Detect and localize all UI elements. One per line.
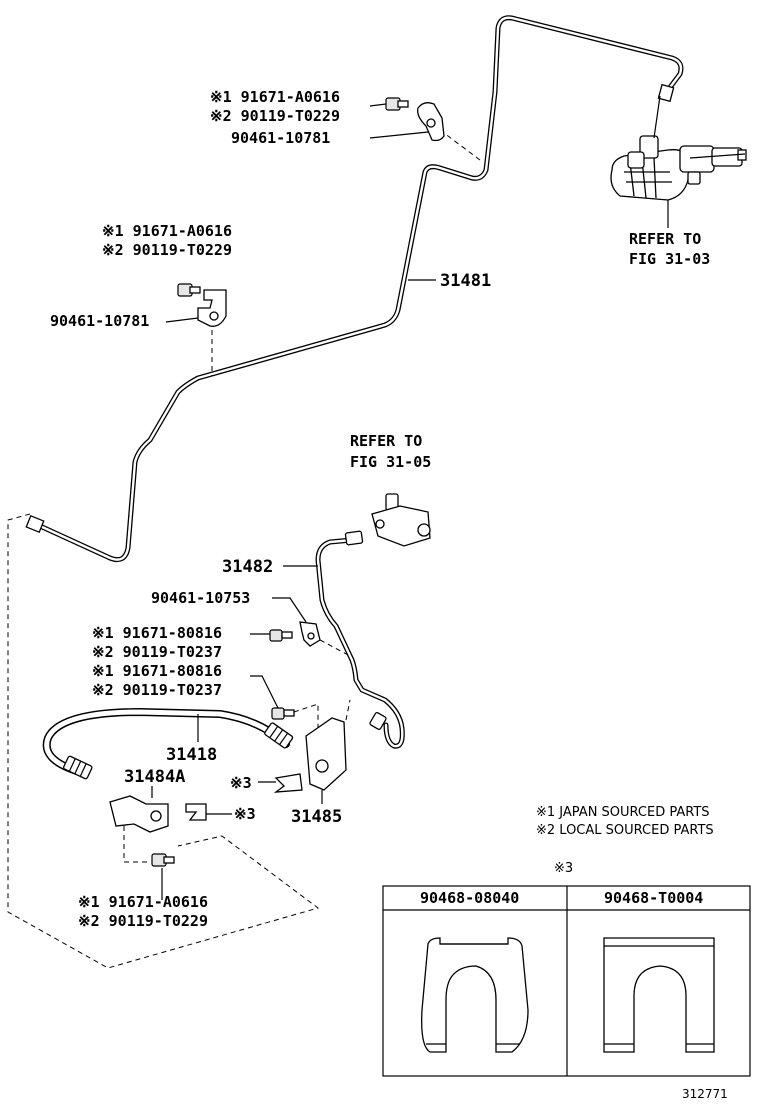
bolt-icon: [271, 707, 295, 720]
table-col-08040[interactable]: 90468-08040: [420, 889, 519, 907]
clip-08040-icon: [421, 937, 529, 1053]
refer-line1: REFER TO: [629, 230, 701, 248]
diagram-code: 312771: [682, 1087, 728, 1101]
bolt-816-a-code-1[interactable]: ※1 91671-80816: [92, 624, 222, 642]
refer-line2: FIG 31-05: [350, 453, 431, 471]
top-bolt-code-2[interactable]: ※2 90119-T0229: [210, 107, 340, 125]
clamp-10753-group: 90461-10753 ※1 91671-80816 ※2 90119-T023…: [92, 589, 351, 661]
bottom-bolt-code-2[interactable]: ※2 90119-T0229: [78, 912, 208, 930]
legend-local: ※2 LOCAL SOURCED PARTS: [536, 823, 714, 838]
part-number-31485[interactable]: 31485: [291, 807, 342, 827]
top-clamp-code[interactable]: 90461-10781: [231, 129, 330, 147]
bolt-icon: [177, 283, 201, 297]
bolt-816-a-code-2[interactable]: ※2 90119-T0237: [92, 643, 222, 661]
top-bolt-clamp-group: ※1 91671-A0616 ※2 90119-T0229 90461-1078…: [210, 88, 445, 147]
bolt-icon: [385, 97, 409, 111]
clutch-tube-31481: [25, 15, 684, 563]
clamp-icon: [197, 289, 227, 327]
union-fitting-icon: [371, 493, 431, 547]
refer-fig-31-05[interactable]: REFER TO FIG 31-05: [350, 432, 431, 471]
clip-T0004-icon: [603, 937, 715, 1053]
clutch-tube-31482: [315, 530, 405, 749]
bolt-816-b-code-2[interactable]: ※2 90119-T0237: [92, 681, 222, 699]
bolt-816-b-code-1[interactable]: ※1 91671-80816: [92, 662, 222, 680]
clip-variant-table: 90468-08040 90468-T0004: [382, 885, 751, 1077]
clamp-code-10753[interactable]: 90461-10753: [151, 589, 250, 607]
part-number-31482[interactable]: 31482: [222, 557, 273, 577]
mid-bolt-code-1[interactable]: ※1 91671-A0616: [102, 222, 232, 240]
bottom-bolt-code-1[interactable]: ※1 91671-A0616: [78, 893, 208, 911]
part-number-31418[interactable]: 31418: [166, 745, 217, 765]
clip-mark-b[interactable]: ※3: [234, 805, 256, 823]
clip-mark-a[interactable]: ※3: [230, 774, 252, 792]
bolt-816-b-group: ※1 91671-80816 ※2 90119-T0237: [92, 662, 331, 731]
part-number-31484a[interactable]: 31484A: [124, 767, 185, 787]
mid-clamp-code[interactable]: 90461-10781: [50, 312, 149, 330]
legend-table-mark: ※3: [554, 861, 573, 876]
table-col-T0004[interactable]: 90468-T0004: [604, 889, 703, 907]
part-number-31481[interactable]: 31481: [440, 271, 491, 291]
bracket-31484a: ※3 31484A ※1 91671-A0616 ※2 90119-T0229: [78, 767, 256, 930]
source-legend: ※1 JAPAN SOURCED PARTS ※2 LOCAL SOURCED …: [536, 805, 714, 876]
clamp-icon: [299, 621, 321, 647]
flexible-hose-31418: [42, 707, 294, 780]
bracket-31485: ※3 31485: [230, 699, 351, 827]
mid-bolt-clamp-group: ※1 91671-A0616 ※2 90119-T0229 90461-1078…: [50, 222, 232, 376]
bolt-icon: [269, 629, 293, 642]
refer-line2: FIG 31-03: [629, 250, 710, 268]
top-bolt-code-1[interactable]: ※1 91671-A0616: [210, 88, 340, 106]
master-cylinder-icon: [439, 95, 747, 228]
clamp-icon: [417, 102, 445, 142]
bolt-icon: [151, 853, 175, 867]
refer-fig-31-03[interactable]: REFER TO FIG 31-03: [629, 230, 710, 268]
mid-bolt-code-2[interactable]: ※2 90119-T0229: [102, 241, 232, 259]
refer-line1: REFER TO: [350, 432, 422, 450]
assembly-dashed-outline: [7, 513, 320, 969]
legend-japan: ※1 JAPAN SOURCED PARTS: [536, 805, 710, 820]
